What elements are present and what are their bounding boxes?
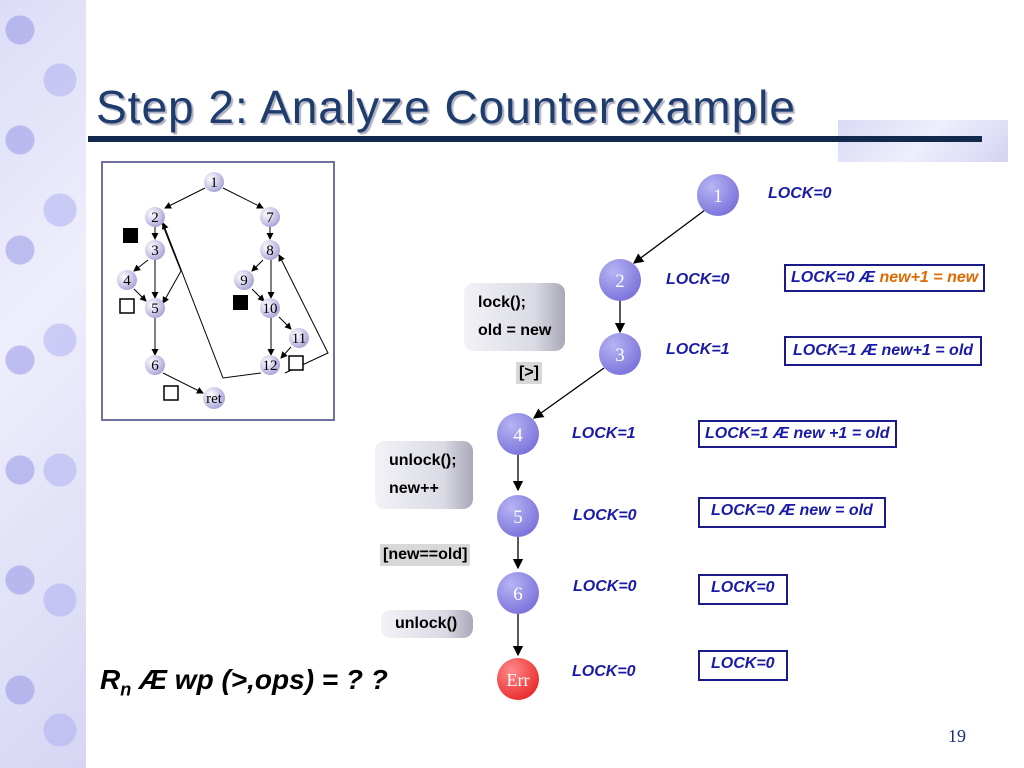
lock-label-5: LOCK=0: [573, 507, 637, 524]
op-unlock-box: unlock(); new++: [375, 441, 473, 509]
title-underline: [88, 136, 982, 142]
assume-eq: [new==old]: [380, 544, 471, 566]
wp-box-3: LOCK=1 Æ new+1 = old: [784, 336, 983, 366]
trace-node-5: [497, 495, 539, 537]
lock-label-2: LOCK=0: [666, 271, 730, 288]
trace-node-3-label: 3: [615, 345, 625, 366]
trace-node-1: [697, 174, 739, 216]
cfg-node-9: 9: [240, 273, 248, 289]
trace-node-2-label: 2: [615, 271, 625, 292]
trace-node-6-label: 6: [513, 584, 523, 605]
lock-marker-filled-icon: [233, 295, 248, 310]
cfg-node-10: 10: [263, 301, 278, 317]
trace-edges: [512, 209, 706, 657]
op-unlock-final-box: unlock(): [381, 610, 474, 638]
cfg-nodes: [117, 172, 309, 409]
op-lock-line1: lock();: [478, 294, 526, 311]
op-unlock-final: unlock(): [395, 615, 458, 632]
unlock-marker-empty-icon: [288, 355, 304, 371]
cfg-node-4: 4: [123, 273, 131, 289]
cfg-node-7: 7: [266, 210, 274, 226]
cfg-markers: [119, 228, 304, 401]
op-unlock-line1: unlock();: [389, 452, 457, 469]
cfg-node-6: 6: [151, 358, 159, 374]
trace-node-4: [497, 413, 539, 455]
lock-marker-filled-icon: [123, 228, 138, 243]
trace-node-err-label: Err: [507, 670, 530, 690]
trace-node-1-label: 1: [713, 186, 723, 207]
assume-true: [>]: [516, 362, 542, 384]
wp-highlight: new+1 = new: [879, 269, 979, 286]
cfg-node-3: 3: [151, 243, 159, 259]
lock-label-6: LOCK=0: [573, 578, 637, 595]
side-decoration: [0, 0, 86, 768]
op-lock-box: lock(); old = new: [464, 283, 566, 351]
wp-box-5: LOCK=0 Æ new = old: [698, 497, 886, 528]
trace-node-err: [497, 658, 539, 700]
op-unlock-line2: new++: [389, 480, 439, 497]
page-title: Step 2: Analyze Counterexample: [96, 81, 796, 133]
trace-node-3: [599, 333, 641, 375]
wp-box-4: LOCK=1 Æ new +1 = old: [698, 420, 897, 448]
lock-label-1: LOCK=0: [768, 185, 832, 202]
wp-box-err: LOCK=0: [698, 650, 788, 681]
cfg-node-ret: ret: [206, 391, 223, 407]
trace-node-2: [599, 259, 641, 301]
unlock-marker-empty-icon: [163, 385, 179, 401]
wp-formula: Rn Æ wp (>,ops) = ? ?: [100, 664, 388, 700]
trace-node-4-label: 4: [513, 425, 523, 446]
cfg-node-11: 11: [292, 331, 306, 347]
lock-label-3: LOCK=1: [666, 341, 730, 358]
page-number: 19: [948, 726, 966, 746]
lock-label-4: LOCK=1: [572, 425, 636, 442]
cfg-node-8: 8: [266, 243, 274, 259]
trace-node-5-label: 5: [513, 507, 523, 528]
wp-box-6: LOCK=0: [698, 574, 788, 605]
trace-node-6: [497, 572, 539, 614]
cfg-node-12: 12: [263, 358, 278, 374]
lock-label-err: LOCK=0: [572, 663, 636, 680]
cfg-node-1: 1: [210, 175, 218, 191]
cfg-node-2: 2: [151, 210, 159, 226]
unlock-marker-empty-icon: [119, 298, 135, 314]
cfg-graph: 1 2 3 4 5 6 7 8 9 10 11 12 ret: [117, 172, 329, 409]
wp-box-2: LOCK=0 Æ new+1 = new: [784, 264, 986, 292]
cfg-panel: 1 2 3 4 5 6 7 8 9 10 11 12 ret: [101, 161, 335, 421]
cfg-node-5: 5: [151, 301, 159, 317]
op-lock-line2: old = new: [478, 322, 552, 339]
